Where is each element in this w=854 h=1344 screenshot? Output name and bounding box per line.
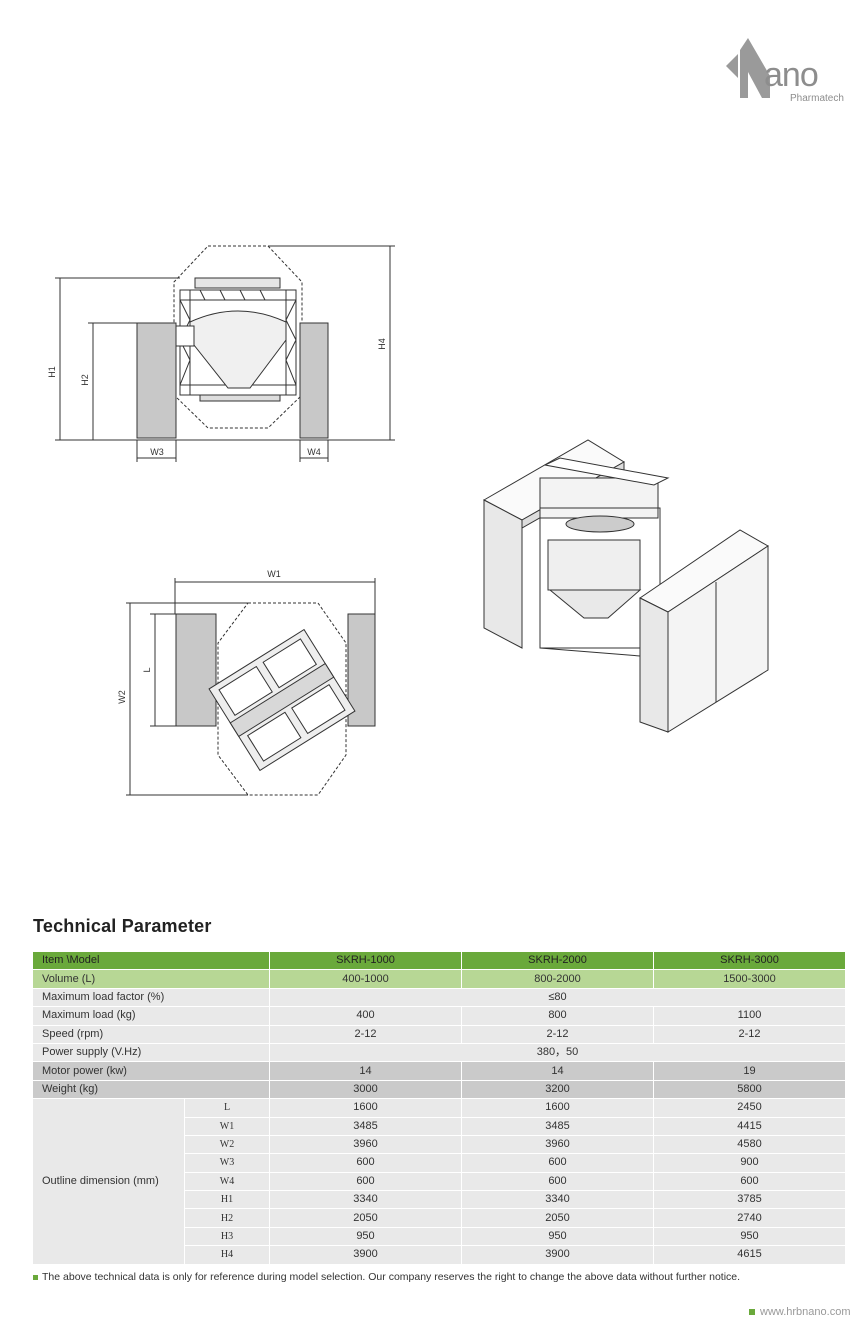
table-row: Motor power (kw) 14 14 19 — [32, 1061, 846, 1081]
table-row: Weight (kg) 3000 3200 5800 — [32, 1079, 846, 1100]
disclaimer-note: The above technical data is only for ref… — [33, 1271, 740, 1283]
table-row: Power supply (V.Hz) 380，50 — [32, 1042, 846, 1063]
label-h2: H2 — [80, 374, 90, 386]
bullet-square-icon — [749, 1309, 755, 1316]
label-h1: H1 — [47, 366, 57, 378]
label-l: L — [142, 667, 152, 672]
table-row: W4 600 600 600 — [33, 1171, 846, 1192]
nano-logo-icon — [726, 38, 770, 98]
section-title: Technical Parameter — [33, 916, 212, 936]
label-w4: W4 — [307, 447, 321, 457]
website-footer: www.hrbnano.com — [749, 1306, 851, 1318]
table-row: H4 3900 3900 4615 — [33, 1245, 846, 1265]
label-w1: W1 — [267, 569, 281, 579]
table-header-row: Item \Model SKRH-1000 SKRH-2000 SKRH-300… — [32, 950, 846, 971]
table-row: W2 3960 3960 4580 — [33, 1134, 846, 1155]
bullet-square-icon — [33, 1274, 38, 1280]
header-model: SKRH-3000 — [653, 950, 846, 971]
front-view — [55, 245, 395, 462]
note-text: The above technical data is only for ref… — [42, 1271, 741, 1283]
logo-word: ano — [764, 56, 819, 94]
header-model: SKRH-2000 — [461, 950, 654, 971]
outline-label: Outline dimension (mm) — [32, 1098, 185, 1265]
label-w2: W2 — [117, 690, 127, 704]
website-link[interactable]: www.hrbnano.com — [760, 1306, 851, 1318]
machine-drawing: H1 H2 H4 W3 W4 W1 W2 L — [47, 245, 769, 796]
table-row: Maximum load factor (%) ≤80 — [32, 987, 846, 1008]
table-row: Maximum load (kg) 400 800 1100 — [32, 1006, 846, 1026]
label-w3: W3 — [150, 447, 164, 457]
label-h4: H4 — [377, 338, 387, 350]
table-row: Speed (rpm) 2-12 2-12 2-12 — [32, 1024, 846, 1044]
header-model: SKRH-1000 — [269, 950, 462, 971]
table-row: H1 3340 3340 3785 — [33, 1190, 846, 1210]
table-row: W3 600 600 900 — [33, 1153, 846, 1173]
technical-parameter-table: Item \Model SKRH-1000 SKRH-2000 SKRH-300… — [32, 950, 846, 1265]
table-row: Volume (L) 400-1000 800-2000 1500-3000 — [32, 969, 846, 989]
isometric-view — [482, 439, 769, 733]
top-view — [126, 578, 376, 796]
logo-subtitle: Pharmatech — [790, 93, 844, 104]
header-item-model: Item \Model — [32, 950, 270, 971]
table-row: H2 2050 2050 2740 — [33, 1208, 846, 1228]
table-row: Outline dimension (mm) L 1600 1600 2450 — [32, 1098, 846, 1265]
